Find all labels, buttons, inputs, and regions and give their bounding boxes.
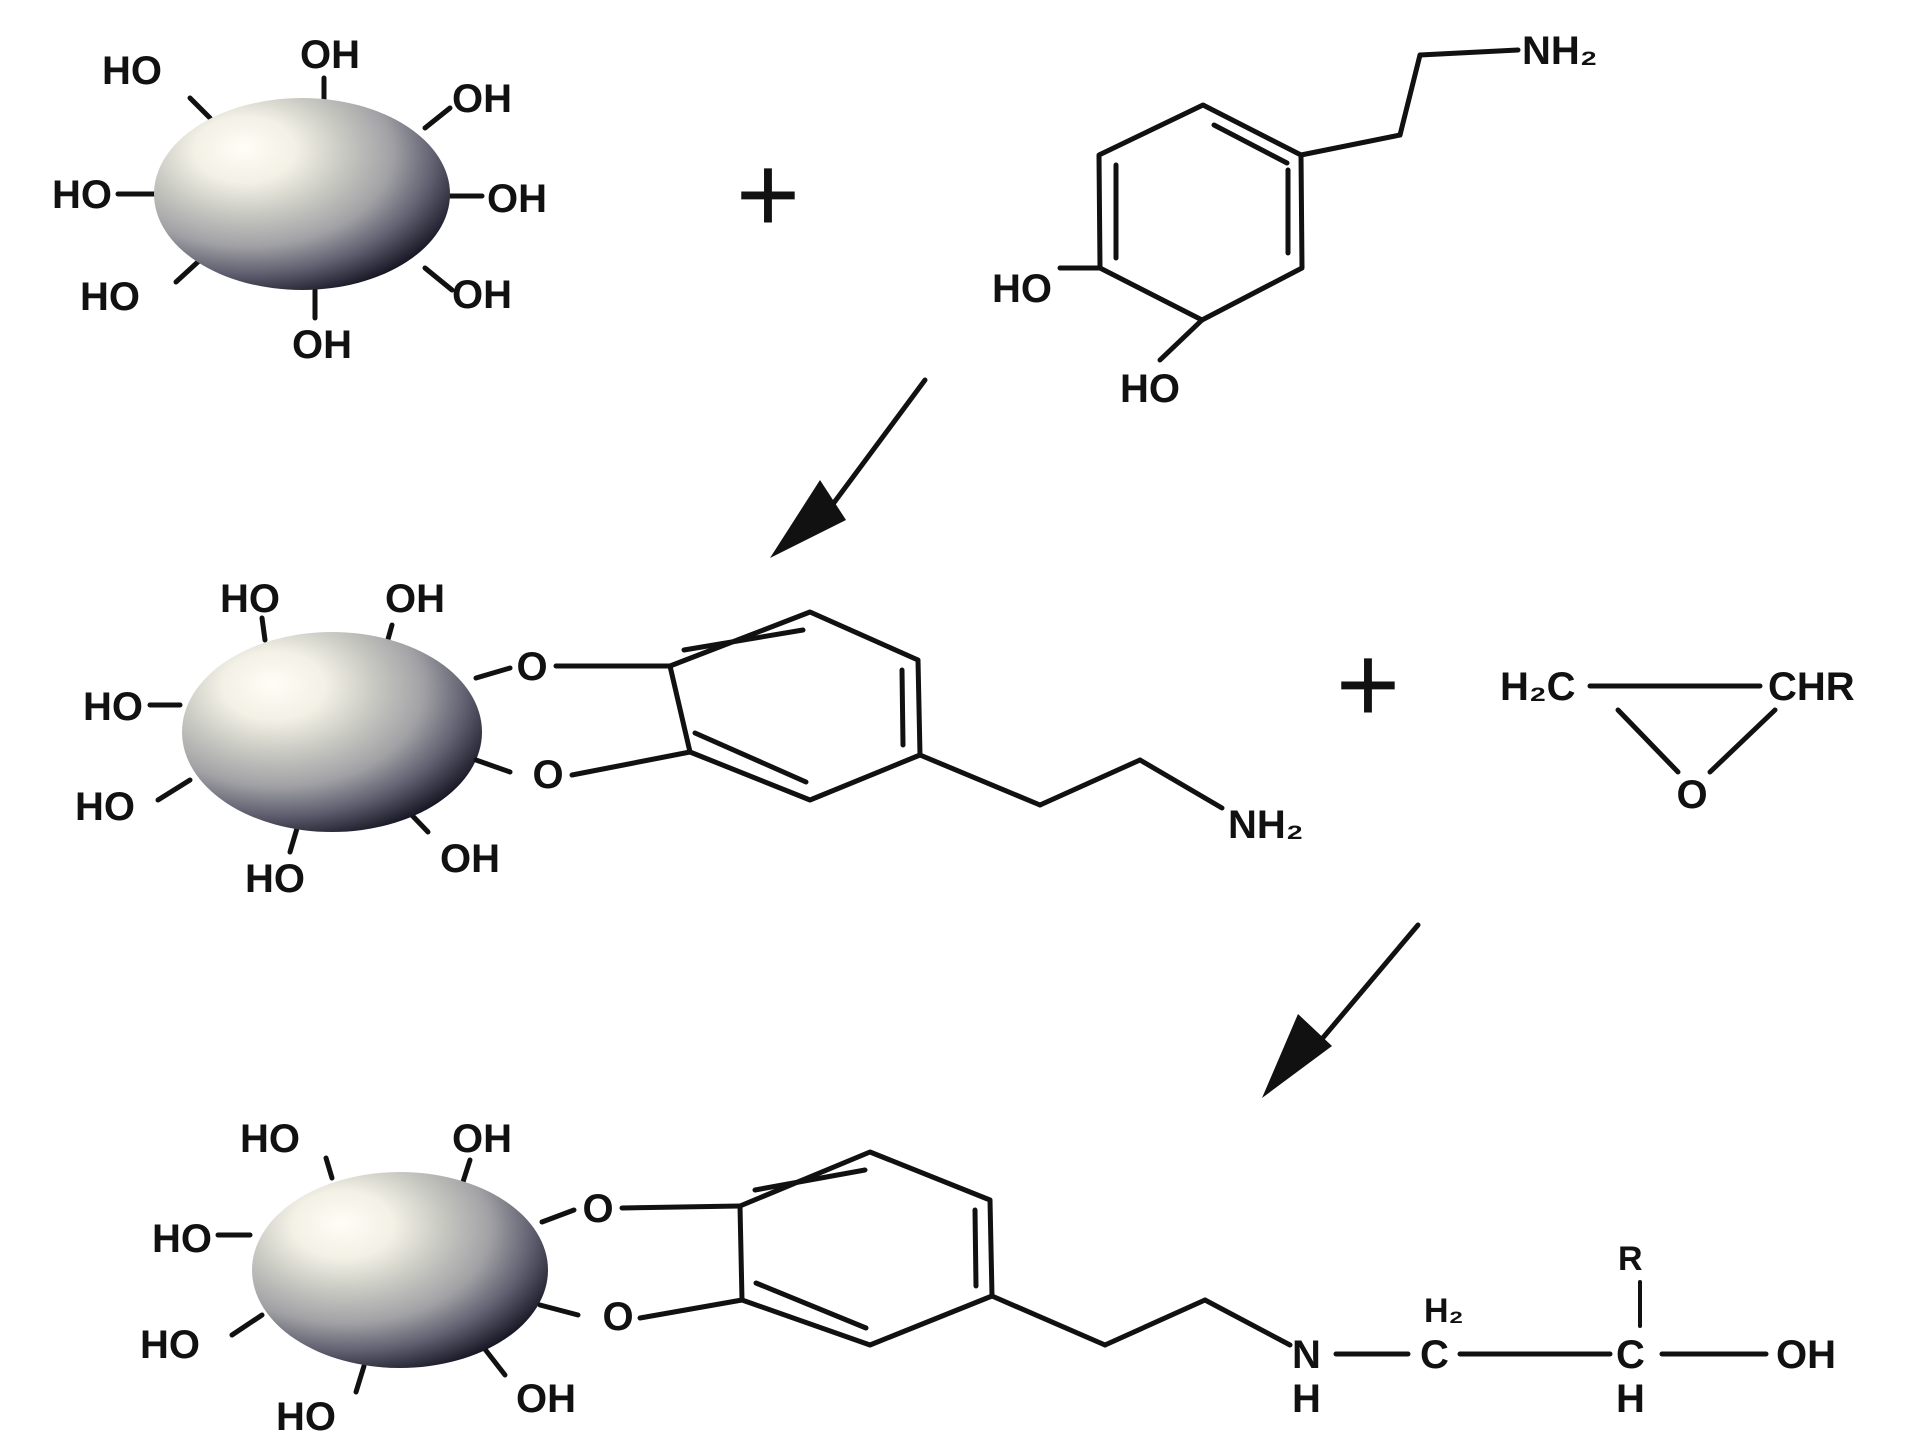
terminal-hydroxyl-label: OH	[1776, 1333, 1836, 1377]
hydroxyl-label: HO	[140, 1323, 200, 1367]
epoxide-grafted-nanoparticle: HO OH HO HO HO OH O O N H H₂ C R C H OH	[140, 1117, 1836, 1439]
carbon-label: C	[1616, 1333, 1645, 1377]
hydroxyl-label: HO	[52, 173, 112, 217]
hydroxyl-label: HO	[240, 1117, 300, 1161]
hydroxyl-label: HO	[83, 685, 143, 729]
ether-oxygen-label: O	[532, 753, 563, 797]
ether-oxygen-label: O	[582, 1187, 613, 1231]
hydroxyl-label: HO	[75, 785, 135, 829]
amine-n-label: N	[1292, 1333, 1321, 1377]
hydroxyl-label: OH	[487, 177, 547, 221]
reaction-arrow-2	[1262, 922, 1421, 1098]
ether-oxygen-label: O	[516, 645, 547, 689]
nanoparticle-sphere	[154, 98, 450, 290]
r-group-label: R	[1618, 1240, 1643, 1278]
hydroxyl-label: HO	[80, 275, 140, 319]
dopamine-functionalized-nanoparticle: HO OH HO HO HO OH O O NH₂	[75, 577, 1304, 901]
hydroxyl-label: HO	[220, 577, 280, 621]
ether-oxygen-label: O	[602, 1295, 633, 1339]
carbon-label: C	[1420, 1333, 1449, 1377]
hydrogen-label: H	[1292, 1377, 1321, 1421]
hydroxyl-label: OH	[452, 1117, 512, 1161]
hydroxyl-label: HO	[152, 1217, 212, 1261]
methylene-h2-label: H₂	[1424, 1292, 1464, 1330]
hydroxyl-label: OH	[452, 77, 512, 121]
hydroxyl-label: HO	[1120, 367, 1180, 411]
plus-sign: +	[736, 133, 800, 256]
hydroxyl-label: OH	[300, 33, 360, 77]
epoxide-chr-label: CHR	[1768, 665, 1855, 709]
hydroxyl-label: OH	[452, 273, 512, 317]
nanoparticle-sphere	[182, 632, 482, 832]
amine-label: NH₂	[1228, 803, 1304, 847]
plus-sign: +	[1336, 623, 1400, 746]
hydroxyl-label: OH	[516, 1377, 576, 1421]
hydroxyl-label: OH	[292, 323, 352, 367]
reaction-arrow-1	[770, 377, 928, 558]
amine-label: NH₂	[1522, 29, 1598, 73]
hydroxyl-label: OH	[385, 577, 445, 621]
hydroxyl-label: HO	[992, 267, 1052, 311]
hydrogen-label: H	[1616, 1377, 1645, 1421]
hydroxyl-label: HO	[276, 1395, 336, 1439]
hydroxyl-label: OH	[440, 837, 500, 881]
nanoparticle-sphere	[252, 1172, 548, 1368]
hydroxyl-label: HO	[245, 857, 305, 901]
epoxide-oxygen-label: O	[1676, 773, 1707, 817]
hydroxylated-nanoparticle: OH OH OH OH OH HO HO HO	[52, 33, 547, 367]
hydroxyl-label: HO	[102, 49, 162, 93]
epoxide-molecule: H₂C CHR O	[1500, 665, 1855, 817]
dopamine-molecule: NH₂ HO HO	[992, 29, 1598, 411]
epoxide-ch2-label: H₂C	[1500, 665, 1576, 709]
